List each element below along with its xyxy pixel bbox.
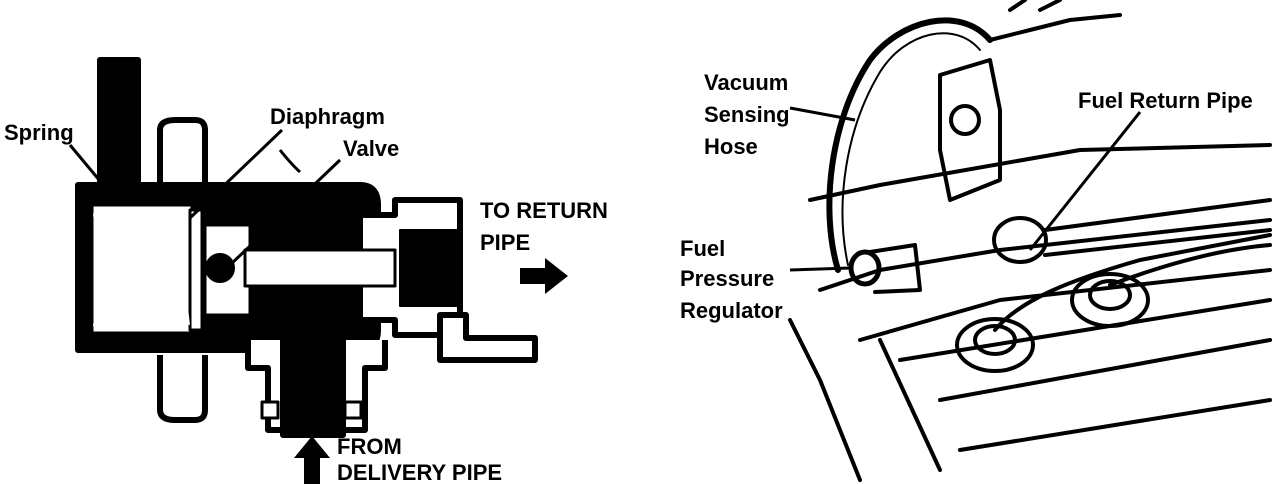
vacuum-hose-label-line2: Sensing	[704, 102, 790, 127]
regulator-cross-section	[68, 57, 568, 484]
right-leader-lines	[789, 106, 1142, 272]
spring-coils	[98, 214, 190, 326]
spring-label: Spring	[4, 120, 74, 145]
from-delivery-label-line1: FROM	[337, 434, 402, 459]
arrow-right-icon	[520, 258, 568, 294]
regulator-label-line3: Regulator	[680, 298, 783, 323]
regulator-label-line2: Pressure	[680, 266, 775, 291]
regulator-label-line1: Fuel	[680, 236, 726, 261]
arrow-up-icon	[294, 436, 330, 484]
leader-lines	[68, 128, 342, 267]
spring-ends	[93, 210, 177, 330]
to-return-label-line2: PIPE	[480, 230, 531, 255]
valve-label: Valve	[343, 136, 400, 161]
to-return-label-line1: TO RETURN	[480, 198, 608, 223]
diaphragm-label: Diaphragm	[270, 104, 385, 129]
vacuum-hose-label-line3: Hose	[704, 134, 758, 159]
vacuum-hose-label-line1: Vacuum	[704, 70, 789, 95]
fuel-return-pipe-label: Fuel Return Pipe	[1078, 88, 1253, 113]
from-delivery-label-line2: DELIVERY PIPE	[337, 460, 503, 484]
